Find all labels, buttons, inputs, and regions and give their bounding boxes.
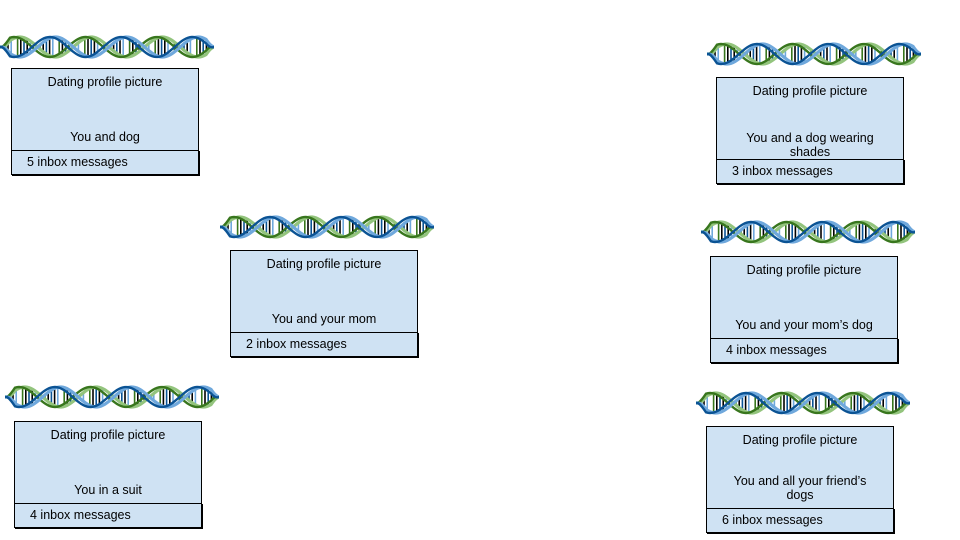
card-header: Dating profile picture (716, 77, 904, 105)
dna-strand (696, 391, 910, 415)
dna-strand (220, 215, 434, 239)
inbox-messages: 4 inbox messages (710, 338, 898, 363)
dna-strand (0, 35, 214, 59)
card-picture-caption: You and a dog wearing shades (716, 104, 904, 160)
card-header: Dating profile picture (230, 250, 418, 278)
dna-helix-icon (0, 35, 214, 59)
picture-caption-text: You and your mom’s dog (735, 318, 873, 332)
picture-caption-text: You and dog (70, 130, 140, 144)
inbox-messages: 5 inbox messages (11, 150, 199, 175)
dna-strand (707, 42, 921, 66)
card-picture-caption: You and dog (11, 95, 199, 151)
picture-caption-text: You and your mom (271, 312, 377, 326)
dna-strand (5, 385, 219, 409)
dna-helix-icon (707, 42, 921, 66)
dna-helix-icon (701, 220, 915, 244)
picture-caption-text: You and a dog wearing shades (746, 131, 874, 159)
card-header: Dating profile picture (706, 426, 894, 454)
dna-helix-icon (5, 385, 219, 409)
dna-strand (701, 220, 915, 244)
card-header: Dating profile picture (710, 256, 898, 284)
dna-helix-icon (220, 215, 434, 239)
card-picture-caption: You in a suit (14, 448, 202, 504)
dna-strand (0, 35, 214, 59)
dna-strand (696, 391, 910, 415)
card-header: Dating profile picture (14, 421, 202, 449)
inbox-messages: 4 inbox messages (14, 503, 202, 528)
card-header: Dating profile picture (11, 68, 199, 96)
dna-strand (701, 220, 915, 244)
picture-caption-text: You in a suit (74, 483, 142, 497)
inbox-messages: 6 inbox messages (706, 508, 894, 533)
inbox-messages: 3 inbox messages (716, 159, 904, 184)
dna-strand (707, 42, 921, 66)
card-picture-caption: You and your mom’s dog (710, 283, 898, 339)
dna-helix-icon (696, 391, 910, 415)
dna-strand (5, 385, 219, 409)
card-picture-caption: You and your mom (230, 277, 418, 333)
inbox-messages: 2 inbox messages (230, 332, 418, 357)
dna-strand (220, 215, 434, 239)
picture-caption-text: You and all your friend’s dogs (733, 474, 867, 502)
card-picture-caption: You and all your friend’s dogs (706, 453, 894, 509)
